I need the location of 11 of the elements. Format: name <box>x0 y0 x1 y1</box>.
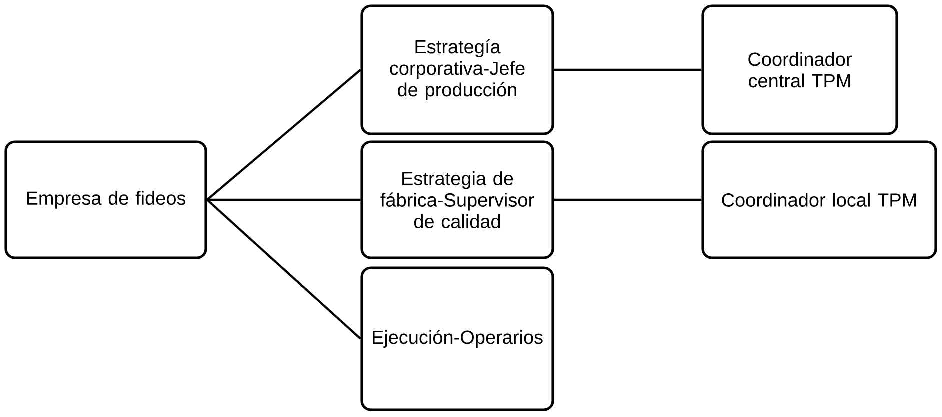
process-box: Coordinador central TPM <box>702 4 898 136</box>
connector-line <box>206 69 362 201</box>
process-box: Coordinador local TPM <box>702 140 938 260</box>
connector-line <box>554 68 702 72</box>
process-box: Estrategía corporativa-Jefe de producción <box>360 4 554 136</box>
process-box: Empresa de fideos <box>4 140 208 260</box>
connector-line <box>207 198 361 202</box>
process-box: Ejecución-Operarios <box>360 266 554 412</box>
connector-line <box>206 199 362 340</box>
process-box: Estrategia de fábrica-Supervisor de calidad <box>360 140 554 260</box>
connector-line <box>554 198 702 202</box>
